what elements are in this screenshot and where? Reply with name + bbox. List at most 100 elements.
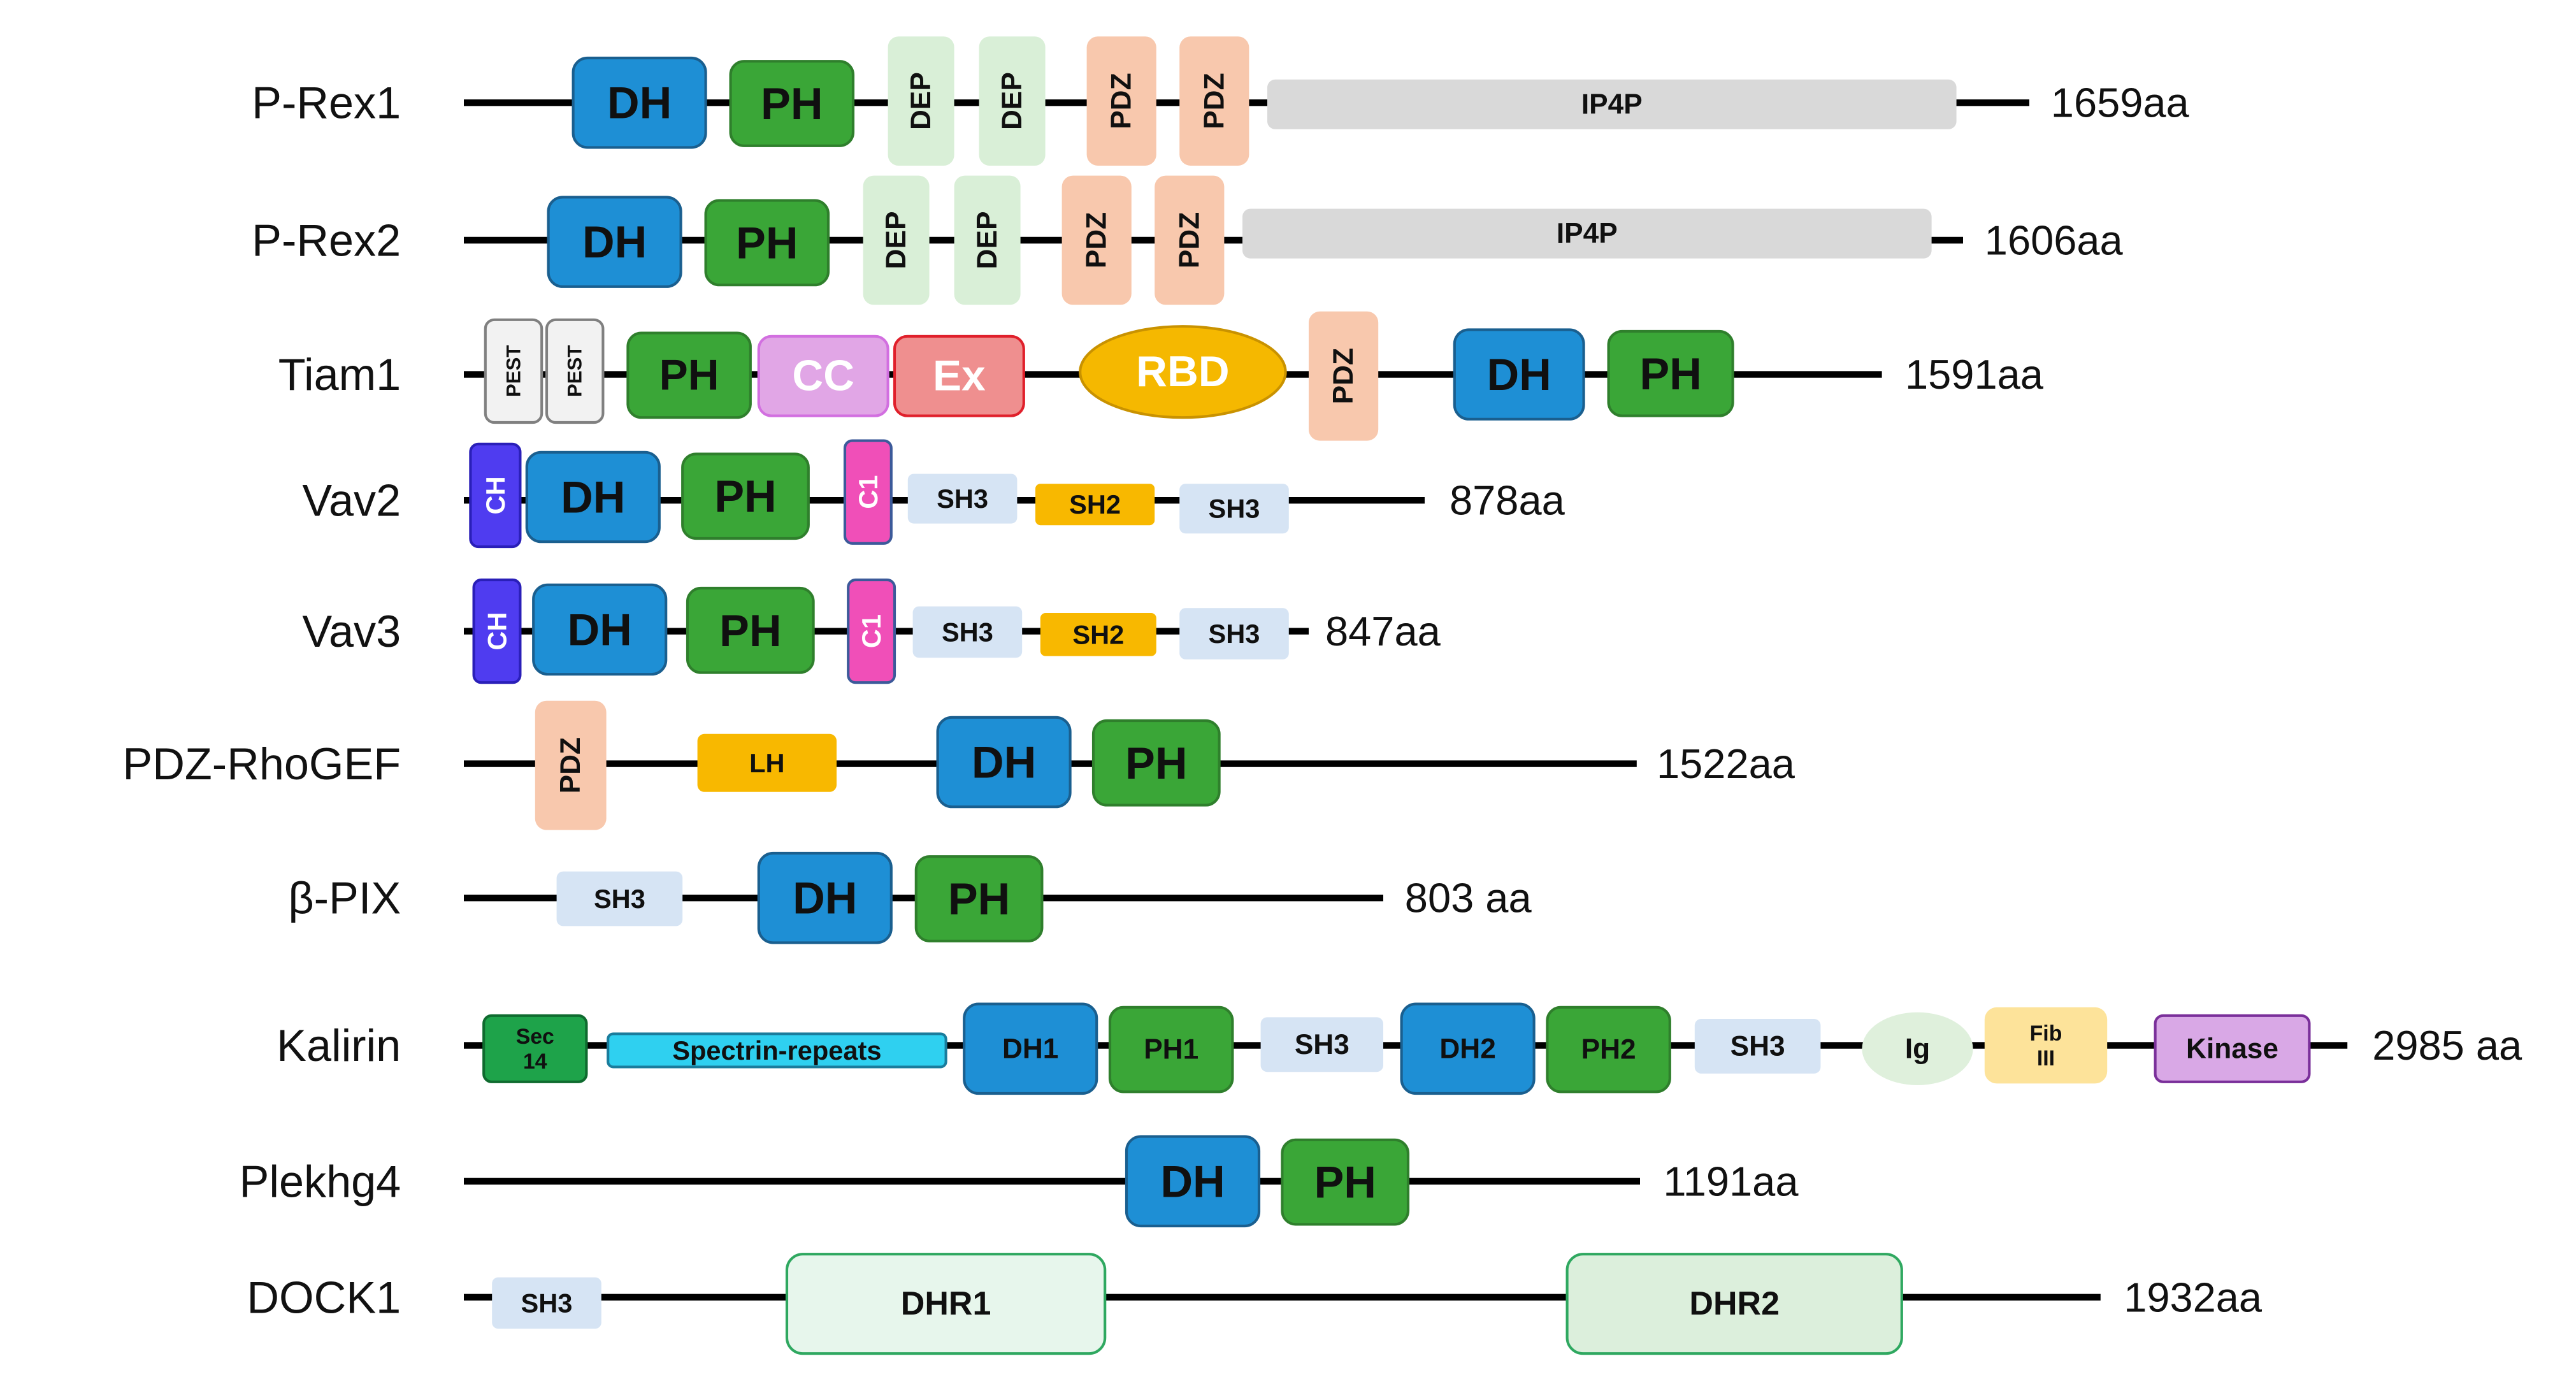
domain-label: CH xyxy=(480,476,510,514)
domain-shape xyxy=(492,1277,601,1329)
domain-label: PH xyxy=(714,471,777,521)
protein-name: Kalirin xyxy=(277,1020,401,1071)
domain-label: DH1 xyxy=(1002,1033,1058,1064)
domain-ex: Ex xyxy=(893,335,1025,417)
domain-pdz: PDZ xyxy=(1155,175,1225,305)
domain-label: SH2 xyxy=(1072,619,1124,649)
domain-sh3: SH3 xyxy=(1260,1017,1383,1072)
domain-label: RBD xyxy=(1136,348,1229,396)
domain-label: PDZ xyxy=(1198,73,1230,129)
domain-label: PDZ xyxy=(555,737,586,793)
domain-sh3: SH3 xyxy=(1179,608,1289,660)
domain-ch: CH xyxy=(472,578,522,684)
domain-label: SH3 xyxy=(594,884,645,914)
domain-ig: Ig xyxy=(1862,1012,1973,1086)
domain-shape xyxy=(843,439,893,545)
domain-shape xyxy=(484,318,543,424)
protein-name: Plekhg4 xyxy=(240,1156,401,1206)
domain-label: PH xyxy=(761,78,823,129)
domain-ph: PH xyxy=(686,586,815,674)
domain-label: PDZ xyxy=(1174,212,1205,268)
domain-shape xyxy=(1607,329,1734,417)
protein-name: P-Rex2 xyxy=(252,215,401,266)
domain-ph: PH xyxy=(704,199,830,287)
domain-label: Sec xyxy=(516,1025,554,1049)
protein-length: 1591aa xyxy=(1905,351,2044,398)
domain-shape xyxy=(847,578,896,684)
domain-shape xyxy=(1260,1017,1383,1072)
domain-rbd: RBD xyxy=(1079,325,1287,419)
domain-shape xyxy=(893,335,1025,417)
domain-shape xyxy=(1267,79,1957,129)
domain-dh: DH xyxy=(547,196,682,288)
domain-label: DH xyxy=(607,78,672,128)
domain-ph: PH xyxy=(681,452,810,540)
domain-shape xyxy=(954,175,1021,305)
domain-shape xyxy=(1108,1006,1234,1093)
domain-ip4p: IP4P xyxy=(1267,79,1957,129)
domain-label: PEST xyxy=(564,345,586,397)
domain-label: SH3 xyxy=(1731,1030,1785,1062)
domain-ph: PH xyxy=(1091,719,1221,807)
protein-name: Vav3 xyxy=(302,606,401,656)
domain-label: Ex xyxy=(933,352,986,400)
domain-shape xyxy=(2154,1014,2311,1083)
domain-pest: PEST xyxy=(484,318,543,424)
domain-label: SH3 xyxy=(937,484,988,514)
protein-name: Tiam1 xyxy=(278,349,401,400)
domain-dhr: DHR1 xyxy=(785,1253,1107,1355)
domain-shape xyxy=(1453,328,1585,421)
domain-cc: CC xyxy=(757,335,889,417)
protein-name: Vav2 xyxy=(302,475,401,526)
domain-shape xyxy=(472,578,522,684)
domain-shape xyxy=(785,1253,1107,1355)
domain-sh3: SH3 xyxy=(912,606,1023,658)
domain-shape xyxy=(1079,325,1287,419)
domain-dh: DH xyxy=(525,451,661,544)
domain-shape xyxy=(729,60,855,147)
domain-label: PH xyxy=(1314,1157,1376,1208)
domain-shape xyxy=(1091,719,1221,807)
domain-label: SH3 xyxy=(521,1288,573,1318)
domain-label: PDZ xyxy=(1328,348,1359,404)
domain-kinase: Kinase xyxy=(2154,1014,2311,1083)
domain-label: SH3 xyxy=(1209,619,1260,649)
domain-ph: PH xyxy=(729,60,855,147)
domain-pdz: PDZ xyxy=(1179,36,1249,166)
domain-label: DEP xyxy=(997,72,1028,130)
domain-shape xyxy=(963,1002,1098,1095)
domain-shape xyxy=(1086,36,1156,166)
domain-label: Fib xyxy=(2030,1021,2062,1046)
domain-shape xyxy=(1155,175,1225,305)
domain-dep: DEP xyxy=(863,175,930,305)
domain-shape xyxy=(936,716,1072,809)
domain-shape xyxy=(1984,1007,2108,1084)
domain-label: IP4P xyxy=(1581,89,1643,120)
domain-c1: C1 xyxy=(843,439,893,545)
domain-dh: DH xyxy=(572,56,707,149)
domain-label: Ig xyxy=(1905,1033,1930,1064)
domain-dh: DH xyxy=(1125,1135,1261,1228)
domain-ph: PH xyxy=(1607,329,1734,417)
domain-dh: DH xyxy=(532,583,668,676)
domain-label: PH xyxy=(948,874,1011,924)
domain-ph: PH2 xyxy=(1546,1006,1671,1093)
domain-label: DHR1 xyxy=(901,1285,991,1322)
domain-dhr2: DHR2 xyxy=(1565,1253,1903,1355)
domain-label: DH2 xyxy=(1439,1033,1495,1064)
domain-pdz: PDZ xyxy=(1309,311,1379,441)
domain-shape xyxy=(697,733,837,792)
domain-label: PEST xyxy=(503,345,525,397)
domain-shape xyxy=(979,36,1046,166)
domain-shape xyxy=(686,586,815,674)
domain-shape xyxy=(1179,36,1249,166)
domain-label: SH3 xyxy=(942,617,993,647)
domain-label: DHR2 xyxy=(1689,1285,1780,1322)
domain-dh: DH xyxy=(936,716,1072,809)
